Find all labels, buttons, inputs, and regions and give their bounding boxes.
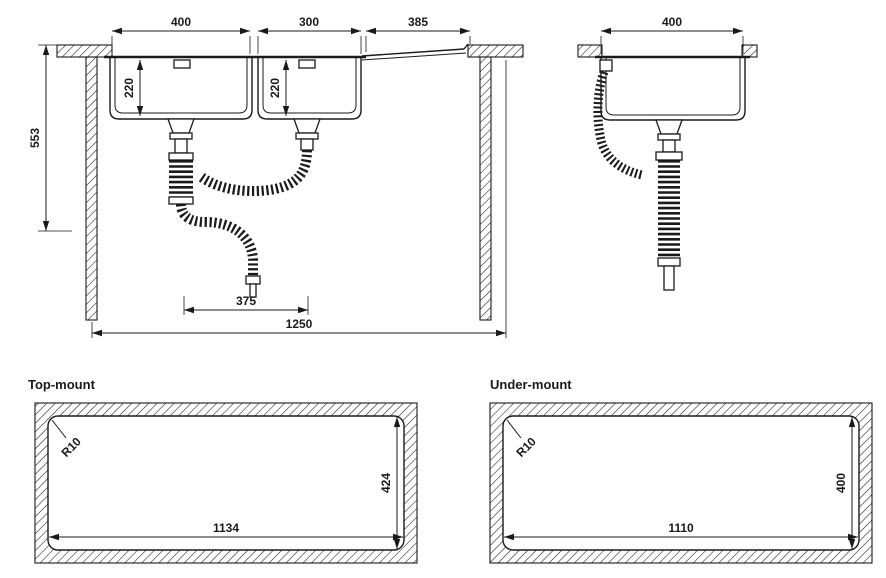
countertop-left-section [56, 44, 113, 58]
strainer-nut-right [295, 132, 319, 140]
cabinet-left-wall [85, 56, 98, 321]
outlet-nut [245, 275, 261, 285]
dim-label-overall-height: 553 [28, 128, 42, 148]
tee-nut-left [168, 152, 194, 161]
dim-label-bowl1-depth: 220 [122, 78, 136, 98]
strainer-nut-side [657, 133, 681, 141]
dim-label-bowl2-width: 300 [299, 15, 319, 29]
countertop-right-section [467, 44, 524, 58]
outlet-end-pipe [249, 283, 257, 298]
dim-bowl1-depth: 220 [122, 60, 144, 116]
dim-label-top-mount-height: 424 [379, 473, 393, 493]
countertop-left-stub [577, 44, 603, 58]
front-view: 400 300 385 220 220 [28, 15, 524, 338]
under-mount-template: Under-mount R10 400 1110 [489, 377, 873, 564]
overflow-left [173, 59, 191, 69]
drain-assembly-right [196, 118, 321, 196]
dim-label-top-mount-width: 1134 [213, 521, 239, 535]
drain-assembly-side [655, 119, 683, 291]
dim-overall-height: 553 [28, 44, 86, 232]
trap-bottom-nut [657, 257, 681, 267]
dim-bowl1-width: 400 [111, 15, 251, 54]
drain-pipe-right [300, 138, 314, 151]
corrugated-connector-hose [196, 149, 312, 196]
dim-drainboard-width: 385 [365, 15, 471, 52]
dim-label-bowl1-width: 400 [171, 15, 191, 29]
dim-bowl2-depth: 220 [268, 60, 290, 116]
overflow-hose-assembly [593, 59, 644, 180]
cabinet-right-wall [479, 56, 492, 321]
drainboard [361, 43, 469, 61]
strainer-left [167, 118, 195, 134]
drain-assembly-left [167, 118, 261, 298]
strainer-right [293, 118, 321, 134]
dim-top-mount-height: 424 [379, 417, 401, 549]
dim-label-overall-width: 1250 [286, 317, 313, 331]
dim-top-mount-width: 1134 [49, 521, 403, 541]
dim-label-under-mount-height: 400 [834, 473, 848, 493]
trap-cap [168, 196, 194, 205]
strainer-nut-left [169, 132, 193, 140]
dim-label-drain-spacing: 375 [236, 294, 256, 308]
dim-label-bowl2-depth: 220 [268, 78, 282, 98]
dim-label-drainboard-width: 385 [408, 15, 428, 29]
dim-under-mount-height: 400 [834, 417, 856, 549]
corrugated-outlet-hose [176, 203, 258, 276]
under-mount-heading: Under-mount [490, 377, 572, 392]
under-mount-cutout [502, 415, 860, 551]
dim-bowl2-width: 300 [257, 15, 362, 54]
side-view: 400 [577, 15, 758, 291]
top-mount-cutout [47, 415, 405, 551]
overflow-corrugated-hose [593, 70, 644, 180]
drain-pipe-left [174, 138, 188, 154]
dim-label-under-mount-width: 1110 [668, 521, 694, 535]
dim-label-side-width: 400 [662, 15, 682, 29]
dim-overall-width: 1250 [91, 60, 507, 338]
top-mount-template: Top-mount R10 424 1134 [28, 377, 418, 564]
dim-side-width: 400 [600, 15, 744, 54]
dim-under-mount-width: 1110 [504, 521, 858, 541]
drain-pipe-side [662, 139, 676, 153]
countertop-right-stub [741, 44, 758, 58]
overflow-right [298, 59, 316, 69]
tee-nut-side [655, 151, 683, 161]
bowl-side [600, 57, 746, 121]
top-mount-heading: Top-mount [28, 377, 96, 392]
overflow-fitting [599, 59, 613, 72]
dim-drain-spacing: 375 [183, 294, 309, 315]
strainer-side [655, 119, 683, 135]
trap-outlet-pipe [663, 265, 675, 291]
